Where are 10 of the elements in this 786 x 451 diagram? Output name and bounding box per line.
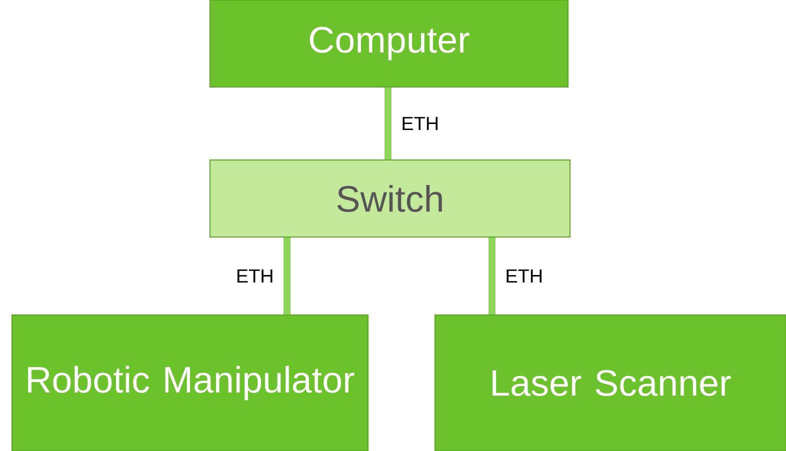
process-box: Robotic Manipulator	[12, 314, 368, 451]
connector-line	[488, 238, 496, 314]
edge-label: ETH	[400, 116, 440, 131]
process-box: Switch	[210, 160, 570, 238]
edge-label: ETH	[234, 268, 275, 284]
edge-label: ETH	[504, 268, 544, 284]
process-box: Laser Scanner	[434, 314, 786, 451]
connector-line	[284, 238, 290, 314]
process-box: Computer	[210, 0, 568, 88]
connector-line	[384, 88, 392, 160]
